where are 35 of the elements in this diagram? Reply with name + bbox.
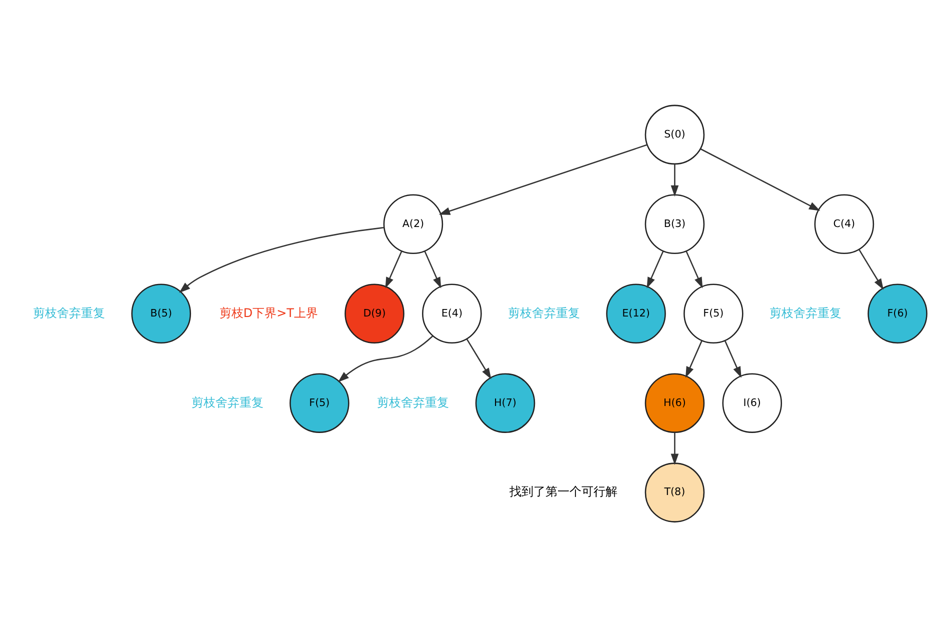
node-circle: F(5) xyxy=(684,283,744,343)
node-circle: A(2) xyxy=(383,194,444,254)
arrow xyxy=(670,164,679,196)
arrow xyxy=(724,340,742,378)
arrow xyxy=(686,250,703,288)
node-circle: D(9) xyxy=(344,283,404,343)
arrow xyxy=(385,250,402,288)
arrow xyxy=(700,148,820,210)
node-circle: I(6) xyxy=(722,372,782,432)
node-label: 剪枝舍弃重复 xyxy=(769,305,842,320)
arrow xyxy=(424,250,442,288)
node-label: 剪枝舍弃重复 xyxy=(508,305,580,320)
node-circle: E(4) xyxy=(422,283,482,343)
node-label: 找到了第一个可行解 xyxy=(510,484,618,498)
arrow xyxy=(670,432,679,464)
arrow xyxy=(685,340,702,378)
node-circle: F(6) xyxy=(868,283,928,343)
node-circle: H(6) xyxy=(644,372,705,432)
node-circle: C(4) xyxy=(814,194,874,254)
node-label: 剪枝舍弃重复 xyxy=(33,305,106,320)
arrow xyxy=(646,250,664,288)
node-label: 剪枝舍弃重复 xyxy=(377,394,450,409)
node-circle: T(8) xyxy=(644,462,705,522)
arrow xyxy=(338,335,434,382)
node-label: 剪枝D下界>T上界 xyxy=(219,305,318,320)
arrow xyxy=(858,248,884,290)
node-circle: B(3) xyxy=(644,194,705,254)
arrow xyxy=(438,144,648,214)
node-circle: E(12) xyxy=(606,283,666,343)
node-circle: S(0) xyxy=(644,104,705,164)
arrow xyxy=(466,338,492,379)
node-circle: F(5) xyxy=(290,372,350,432)
node-label: 剪枝舍弃重复 xyxy=(191,394,264,409)
arrow xyxy=(179,226,384,292)
node-circle: H(7) xyxy=(475,372,536,432)
